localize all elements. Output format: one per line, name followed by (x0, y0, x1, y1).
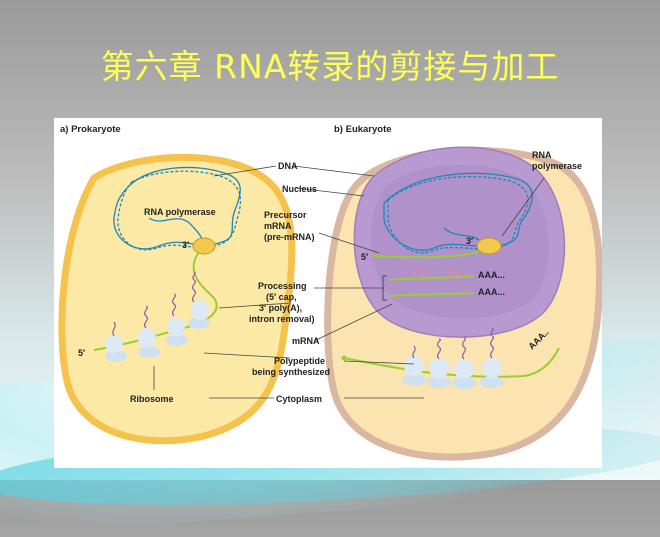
eukaryote-ribosomes (402, 356, 504, 389)
rna-polymerase-eukaryote (476, 237, 502, 255)
eukaryote-polypeptides (412, 327, 495, 360)
five-prime-b: 5′ (361, 252, 368, 262)
figure-panel: a) Prokaryote b) Eukaryote DNA Nucleus R… (54, 118, 602, 468)
processing-bracket (382, 275, 387, 301)
poly-a-1: AAA... (478, 270, 505, 280)
three-prime-a: 3′ (182, 240, 189, 250)
rna-polymerase-prokaryote (192, 237, 216, 255)
polypeptide-label-1: Polypeptide (274, 356, 325, 366)
panel-a-title: a) Prokaryote (60, 124, 121, 135)
prokaryote-ribosomes (105, 300, 210, 362)
pre-mrna (375, 251, 480, 259)
eukaryote-dna (383, 172, 533, 254)
five-prime-a: 5′ (78, 348, 85, 358)
precursor-label-2: mRNA (264, 221, 292, 231)
panel-b-title: b) Eukaryote (334, 124, 392, 135)
processing-label-2: (5′ cap, (266, 292, 297, 302)
processing-label-4: intron removal) (249, 314, 315, 324)
ribosome-label: Ribosome (130, 394, 174, 404)
transcription-diagram: a) Prokaryote b) Eukaryote DNA Nucleus R… (58, 124, 602, 461)
prokaryote-polypeptides (112, 271, 197, 337)
intron-loops (413, 269, 459, 279)
processed-mrna (388, 275, 475, 297)
mrna-label: mRNA (292, 336, 320, 346)
poly-a-2: AAA... (478, 287, 505, 297)
dna-label: DNA (278, 161, 298, 171)
leader-lines (153, 165, 545, 399)
cytoplasm-label: Cytoplasm (276, 394, 322, 404)
rna-polymerase-b-label-2: polymerase (532, 161, 582, 171)
precursor-label-3: (pre-mRNA) (264, 232, 315, 242)
rna-polymerase-a-label: RNA polymerase (144, 207, 216, 217)
precursor-label-1: Precursor (264, 210, 307, 220)
nucleus-label: Nucleus (282, 184, 317, 194)
three-prime-b: 3′ (466, 236, 473, 246)
processing-label-3: 3′ poly(A), (259, 303, 302, 313)
rna-polymerase-b-label-1: RNA (532, 150, 552, 160)
slide-title: 第六章 RNA转录的剪接与加工 (100, 47, 560, 86)
polypeptide-label-2: being synthesized (252, 367, 330, 377)
processing-label-1: Processing (258, 281, 307, 291)
